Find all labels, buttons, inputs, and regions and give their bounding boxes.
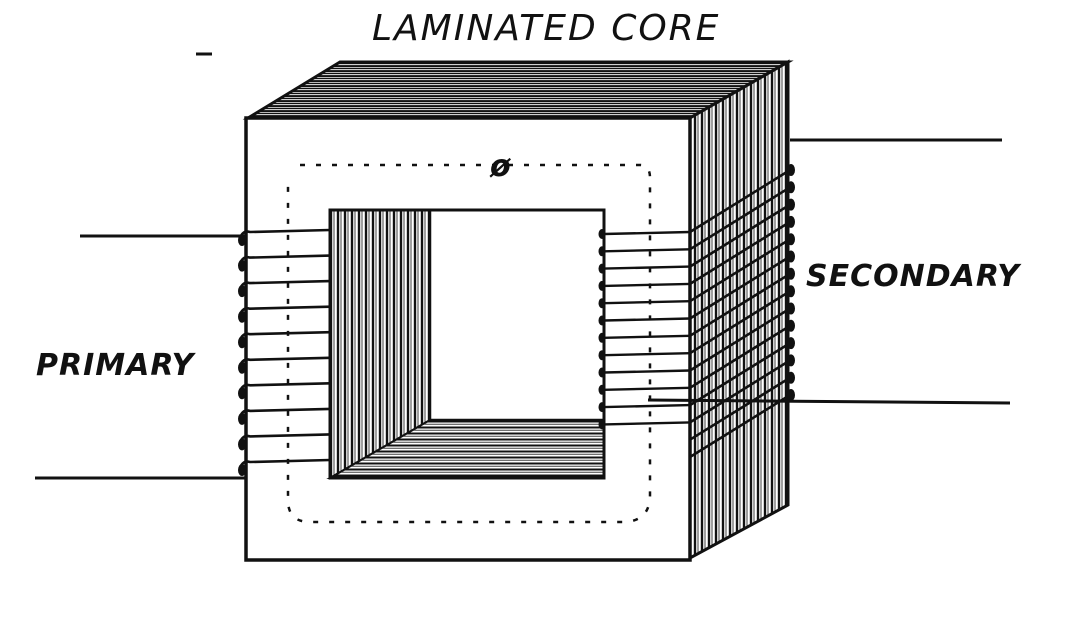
primary-turn-bead [238,361,246,374]
primary-turn-bead [238,259,246,272]
primary-turn-bead [238,387,246,400]
secondary-turn-bead [787,389,795,401]
secondary-turn-front [603,230,691,236]
secondary-turn-side [689,220,791,286]
primary-label: PRIMARY [36,348,197,383]
secondary-turn-front [603,352,691,357]
secondary-turn-bead [787,164,795,176]
secondary-turn-front [603,369,691,374]
secondary-turn-side [689,376,791,441]
secondary-turn-bead [787,302,795,315]
secondary-turn-inner-bead [598,315,606,326]
secondary-turn-front [603,317,691,322]
secondary-label: SECONDARY [806,259,1022,294]
secondary-turn-front [603,386,691,391]
secondary-turn-side [689,393,791,459]
secondary-turn-inner-bead [598,332,606,343]
secondary-turn-side [689,203,791,268]
secondary-turn-inner-bead [598,419,606,430]
secondary-turn-side [689,307,791,372]
secondary-turn-side [689,290,791,355]
secondary-turn-side [689,238,791,303]
secondary-turn-side [689,341,791,407]
secondary-turn-side [689,186,791,251]
secondary-turn-inner-bead [598,229,606,239]
secondary-turn-side [689,324,791,389]
secondary-turn-inner-bead [598,263,606,274]
secondary-winding [598,164,795,459]
secondary-turn-bead [787,181,795,194]
secondary-turn-inner-bead [598,384,606,395]
secondary-turn-inner-bead [598,280,606,291]
primary-turn-bead [238,412,246,425]
secondary-turn-inner-bead [598,298,606,309]
secondary-turn-side [689,255,791,320]
secondary-turn-bead [787,198,795,211]
secondary-turn-front [603,334,691,339]
primary-turn-bead [238,310,246,323]
window-opening [428,208,606,422]
primary-turn-bead [238,336,246,349]
secondary-turn-inner-bead [598,402,606,413]
secondary-turn-front [603,300,691,305]
secondary-turn-front [603,403,691,409]
secondary-turn-bead [787,215,795,228]
primary-turn-bead [238,438,246,451]
secondary-turn-bead [787,354,795,367]
secondary-turn-bead [787,371,795,384]
secondary-lead-bottom [647,398,1011,405]
primary-turn-bead [238,464,246,476]
primary-turn-bead [238,285,246,298]
secondary-turn-bead [787,267,795,280]
secondary-turn-front [603,265,691,270]
secondary-turn-bead [787,250,795,263]
secondary-turn-inner-bead [598,246,606,257]
secondary-turn-bead [787,233,795,246]
flux-symbol: ø [489,149,511,184]
secondary-turn-inner-bead [598,367,606,378]
secondary-turn-front [603,421,691,426]
secondary-turn-bead [787,319,795,332]
secondary-turn-bead [787,285,795,298]
secondary-turn-front [603,248,691,253]
secondary-turn-inner-bead [598,350,606,361]
secondary-turn-bead [787,337,795,350]
secondary-turn-side [689,168,791,234]
title-laminated-core: LAMINATED CORE [372,8,720,49]
secondary-turn-side [689,272,791,337]
window-outline [328,208,606,480]
secondary-turn-side [689,359,791,424]
secondary-turn-front [603,282,691,288]
